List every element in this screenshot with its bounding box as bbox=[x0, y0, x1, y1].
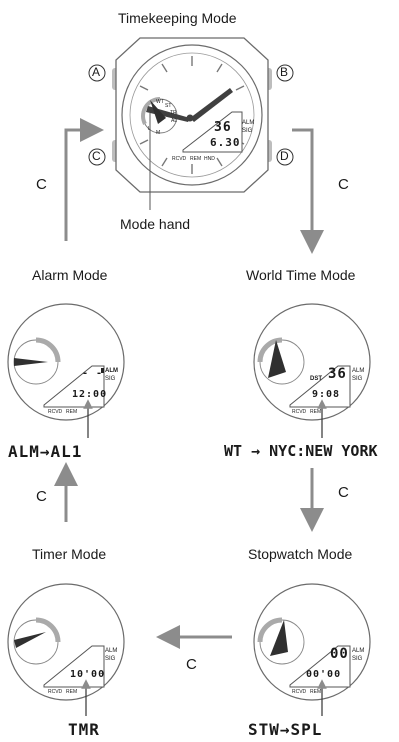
timer-display-caption: TMR bbox=[68, 720, 100, 739]
world-time-mode-title: World Time Mode bbox=[246, 267, 356, 283]
timer-side-sig: SIG bbox=[105, 656, 116, 662]
alarm-mode-title: Alarm Mode bbox=[32, 267, 108, 283]
main-bottom-hnd: HND bbox=[204, 156, 215, 162]
main-ring-wt: WT bbox=[156, 99, 164, 105]
timer-bottom-rcvd: RCVD bbox=[48, 689, 63, 695]
arrow-label-left-up: C bbox=[36, 176, 47, 193]
button-d-marker bbox=[276, 148, 294, 166]
world-side-alm: ALM bbox=[352, 368, 365, 374]
mode-hand bbox=[150, 100, 166, 124]
main-ring-tr: TR bbox=[170, 110, 177, 116]
world-lcd-dst: DST bbox=[310, 376, 322, 382]
arrow-timekeeping-to-world bbox=[292, 128, 324, 254]
alarm-side-alm: ALM bbox=[105, 368, 118, 374]
button-c-marker bbox=[88, 148, 106, 166]
stopwatch-side-alm: ALM bbox=[352, 648, 365, 654]
timer-side-alm: ALM bbox=[105, 648, 118, 654]
world-lcd-top: 36 bbox=[328, 366, 347, 382]
mode-hand-label: Mode hand bbox=[120, 216, 191, 232]
world-lcd-bottom: 9:08 bbox=[312, 389, 341, 400]
arrow-label-right-down: C bbox=[338, 176, 349, 193]
alarm-bottom-rem: REM bbox=[66, 409, 78, 415]
button-b-marker bbox=[276, 64, 294, 82]
alarm-lcd-panel bbox=[43, 365, 105, 408]
timer-bottom-rem: REM bbox=[66, 689, 78, 695]
main-ring-l: L bbox=[148, 126, 151, 132]
timekeeping-mode-title: Timekeeping Mode bbox=[118, 10, 237, 26]
world-side-sig: SIG bbox=[352, 376, 363, 382]
world-watch bbox=[253, 303, 371, 438]
world-display-caption: WT → NYC:NEW YORK bbox=[224, 442, 378, 460]
button-c-label: C bbox=[92, 149, 101, 163]
button-a-marker bbox=[88, 64, 106, 82]
stopwatch-mode-hand bbox=[270, 620, 288, 656]
arrow-label-bottom-left: C bbox=[186, 656, 197, 673]
world-lcd-panel bbox=[289, 365, 351, 408]
world-mode-hand bbox=[268, 340, 286, 378]
main-ring-st: ST bbox=[165, 103, 172, 109]
world-bottom-rem: REM bbox=[310, 409, 322, 415]
stopwatch-bottom-rem: REM bbox=[310, 689, 322, 695]
alarm-side-sig: SIG bbox=[105, 376, 116, 382]
stopwatch-lcd-bottom: 00'00 bbox=[306, 669, 342, 680]
main-side-alm: ALM bbox=[242, 120, 255, 126]
stopwatch-bottom-rcvd: RCVD bbox=[292, 689, 307, 695]
stopwatch-mode-title: Stopwatch Mode bbox=[248, 546, 353, 562]
button-d-label: D bbox=[280, 149, 289, 163]
lcd-panel bbox=[182, 111, 243, 153]
main-side-sig: SIG bbox=[242, 128, 253, 134]
alarm-lcd-bottom: 12:00 bbox=[72, 389, 108, 400]
main-ring-al: AL bbox=[171, 118, 178, 124]
minute-hand bbox=[190, 88, 233, 122]
timer-watch bbox=[7, 583, 125, 716]
alarm-lcd-top: - - bbox=[82, 368, 104, 379]
alarm-display-caption: ALM→AL1 bbox=[8, 442, 83, 461]
main-bottom-rem: REM bbox=[190, 156, 202, 162]
timer-lcd-bottom: 10'00 bbox=[70, 669, 106, 680]
alarm-mode-hand bbox=[14, 358, 48, 366]
arrow-label-alarm-up: C bbox=[36, 488, 47, 505]
stopwatch-lcd-top: 00 bbox=[330, 646, 349, 662]
timer-mode-hand bbox=[14, 632, 46, 648]
button-b-label: B bbox=[280, 65, 289, 79]
main-lcd-top: 36 bbox=[214, 120, 232, 135]
main-bottom-rcvd: RCVD bbox=[172, 156, 187, 162]
timer-mode-title: Timer Mode bbox=[32, 546, 107, 562]
alarm-bottom-rcvd: RCVD bbox=[48, 409, 63, 415]
timer-lcd-panel bbox=[43, 645, 105, 688]
stopwatch-side-sig: SIG bbox=[352, 656, 363, 662]
world-bottom-rcvd: RCVD bbox=[292, 409, 307, 415]
button-a-label: A bbox=[92, 65, 101, 79]
arrow-label-world-down: C bbox=[338, 484, 349, 501]
stopwatch-lcd-panel bbox=[289, 645, 351, 688]
main-ring-m: M bbox=[156, 130, 161, 136]
main-lcd-bottom: 6.30 bbox=[210, 136, 241, 149]
stopwatch-display-caption: STW→SPL bbox=[248, 720, 323, 739]
main-watch bbox=[112, 37, 272, 210]
stopwatch-watch bbox=[253, 583, 371, 716]
alarm-watch bbox=[7, 303, 125, 438]
arrow-alarm-to-timekeeping bbox=[64, 118, 104, 241]
